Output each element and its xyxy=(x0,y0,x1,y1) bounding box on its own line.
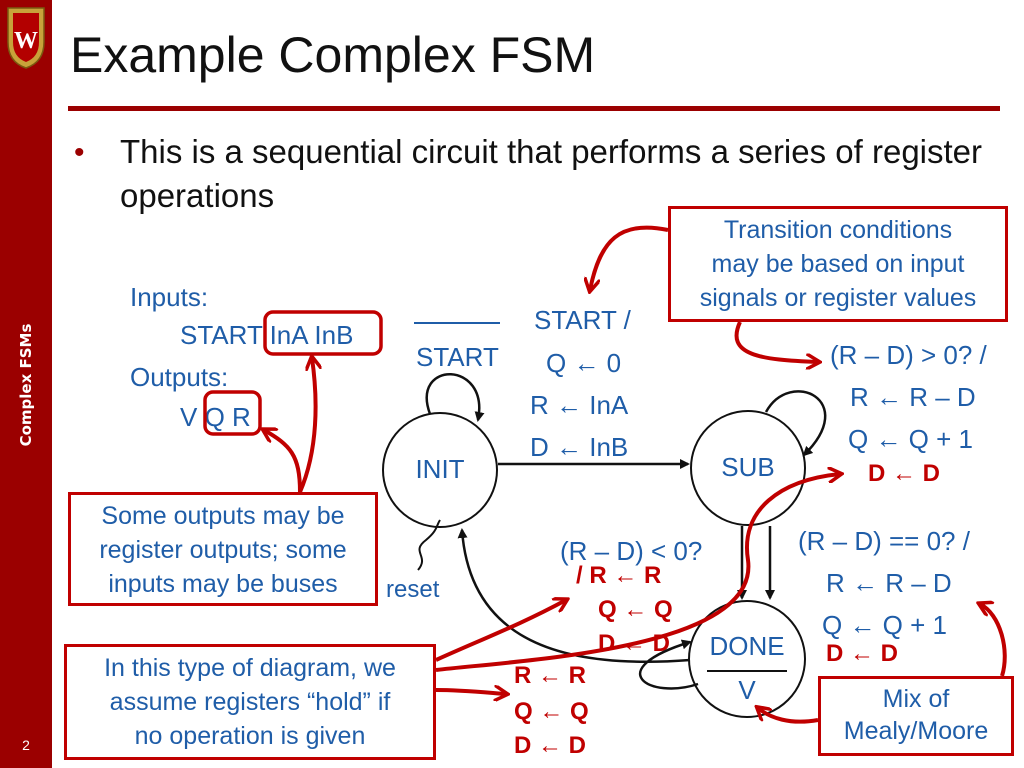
init-self-loop-label: START xyxy=(416,342,499,372)
outputs-label: Outputs: xyxy=(130,362,229,392)
sub-to-done-lt-hold-2: Q ← Q xyxy=(598,596,673,623)
callout-outputs-line-1: Some outputs may be xyxy=(101,502,345,530)
inputs-label: Inputs: xyxy=(130,282,209,312)
callout-transition-line-2: may be based on input xyxy=(711,250,965,278)
done-hold-2: Q ← Q xyxy=(514,698,589,725)
outputs-value: V Q R xyxy=(180,402,251,432)
callout-transition-arrow-down xyxy=(734,321,818,362)
init-to-sub-line-2: Q ← 0 xyxy=(546,348,622,378)
state-done: DONE V xyxy=(688,600,806,718)
callout-transition-conditions: Transition conditions may be based on in… xyxy=(668,206,1008,322)
callout-register-outputs: Some outputs may be register outputs; so… xyxy=(68,492,378,606)
state-done-label: DONE xyxy=(709,631,785,661)
callout-outputs-arrow-b xyxy=(264,430,302,493)
init-to-sub-line-3: R ← InA xyxy=(530,390,629,420)
reset-label: reset xyxy=(386,576,440,603)
sub-self-loop-line-1: (R – D) > 0? / xyxy=(830,340,987,370)
callout-transition-arrow-up xyxy=(590,225,669,291)
state-init: INIT xyxy=(382,412,498,528)
start-overline xyxy=(414,322,500,324)
callout-hold-arrow-c xyxy=(435,690,506,694)
callout-hold-line-3: no operation is given xyxy=(134,722,366,750)
sub-to-done-lt-hold-3: D ← D xyxy=(598,630,670,657)
callout-mix-line-2: Mealy/Moore xyxy=(843,717,989,745)
state-init-label: INIT xyxy=(415,454,465,484)
slide-title: Example Complex FSM xyxy=(70,27,596,83)
sub-self-loop-hold: D ← D xyxy=(868,460,940,487)
callout-hold-arrow-a xyxy=(435,600,566,662)
done-hold-1: R ← R xyxy=(514,662,586,689)
title-divider xyxy=(68,106,1000,111)
university-crest-logo: W xyxy=(7,7,45,69)
callout-outputs-arrow-a xyxy=(298,358,316,493)
callout-hold-line-1: In this type of diagram, we xyxy=(104,654,396,682)
callout-hold-line-2: assume registers “hold” if xyxy=(109,688,391,716)
bullet-marker: • xyxy=(74,136,85,169)
sub-to-done-eq-line-1: (R – D) == 0? / xyxy=(798,526,970,556)
callout-outputs-line-3: inputs may be buses xyxy=(108,570,338,598)
init-to-sub-line-1: START / xyxy=(534,305,631,335)
state-sub-label: SUB xyxy=(721,452,775,482)
callout-transition-line-3: signals or register values xyxy=(699,284,977,312)
callout-registers-hold: In this type of diagram, we assume regis… xyxy=(64,644,436,760)
callout-mealy-moore: Mix of Mealy/Moore xyxy=(818,676,1014,756)
sub-self-loop-line-2: R ← R – D xyxy=(850,382,976,412)
done-divider xyxy=(707,670,787,672)
inputs-value: START InA InB xyxy=(180,320,354,350)
done-hold-3: D ← D xyxy=(514,732,586,759)
sidebar: W Complex FSMs 2 xyxy=(0,0,52,768)
callout-mix-line-1: Mix of xyxy=(882,685,950,713)
sidebar-title: Complex FSMs xyxy=(17,323,35,447)
sub-to-done-lt-hold-1: / R ← R xyxy=(576,562,662,589)
sub-self-loop-line-3: Q ← Q + 1 xyxy=(848,424,973,454)
svg-text:W: W xyxy=(14,28,38,54)
init-to-sub-line-4: D ← InB xyxy=(530,432,629,462)
sub-to-done-eq-line-2: R ← R – D xyxy=(826,568,952,598)
callout-transition-line-1: Transition conditions xyxy=(723,216,953,244)
state-done-output: V xyxy=(738,675,756,705)
sub-to-done-eq-hold: D ← D xyxy=(826,640,898,667)
callout-outputs-line-2: register outputs; some xyxy=(99,536,347,564)
bullet-text: This is a sequential circuit that perfor… xyxy=(120,133,983,214)
state-sub: SUB xyxy=(690,410,806,526)
sub-to-done-eq-line-3: Q ← Q + 1 xyxy=(822,610,947,640)
callout-mix-arrow-a xyxy=(980,604,1007,677)
page-number: 2 xyxy=(14,732,38,758)
